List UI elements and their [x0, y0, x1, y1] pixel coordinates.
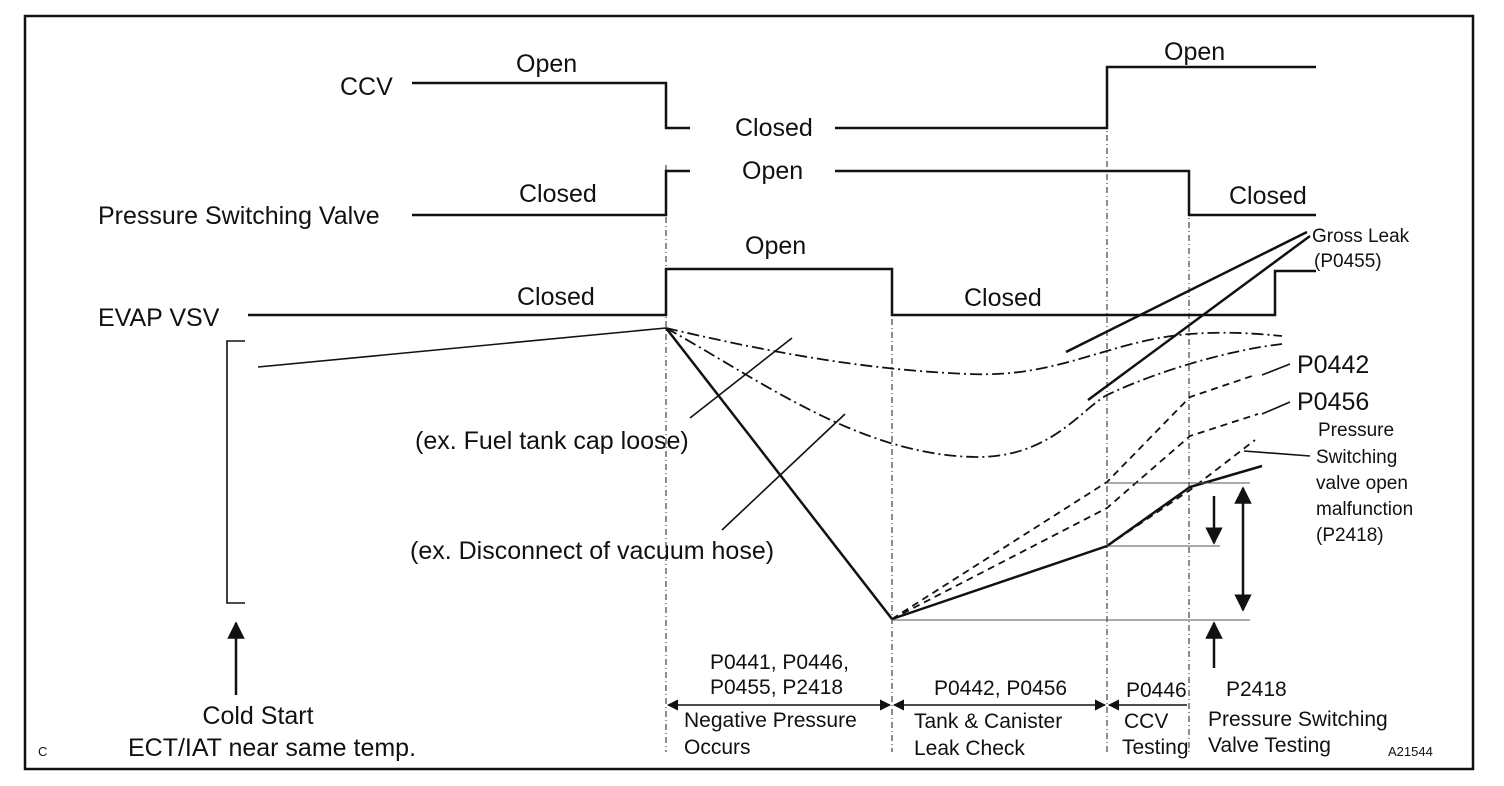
- psv-state-closed-2: Closed: [1229, 182, 1307, 210]
- psv-malfunction-curve: [1106, 439, 1256, 547]
- cold-start-label-1: Cold Start: [202, 702, 313, 730]
- initial-pressure-line: [257, 327, 667, 368]
- psv-malfunction-label-5: (P2418): [1316, 525, 1384, 546]
- ccv-trace-1: [412, 81, 690, 130]
- normal-pressure-curve: [891, 464, 1263, 621]
- leader-hose: [721, 413, 846, 531]
- psv-malfunction-label-3: valve open: [1316, 473, 1408, 494]
- phase1-name-1: Negative Pressure: [684, 709, 857, 732]
- ccv-trace-2: [835, 65, 1316, 130]
- reference-lines: [892, 482, 1250, 621]
- leader-cap-loose: [689, 337, 793, 419]
- gross-leak-line-2: [1087, 234, 1311, 402]
- gross-leak-line-1: [1065, 230, 1308, 354]
- hose-disconnect-label: (ex. Disconnect of vacuum hose): [410, 537, 774, 565]
- cold-start: Cold Start ECT/IAT near same temp.: [128, 702, 416, 762]
- evap-state-closed-1: Closed: [517, 283, 595, 311]
- phase1-name-2: Occurs: [684, 736, 751, 759]
- psv-malfunction-label-2: Switching: [1316, 447, 1397, 468]
- ccv-signal: CCV Open Closed Open: [340, 38, 1316, 142]
- p0442-label: P0442: [1297, 351, 1369, 379]
- diagram-frame: [23, 14, 1475, 771]
- ccv-label: CCV: [340, 73, 393, 101]
- evap-label: EVAP VSV: [98, 304, 220, 332]
- phase4-name-2: Valve Testing: [1208, 734, 1331, 757]
- psv-trace-1: [412, 169, 690, 217]
- p0456-curve: [891, 413, 1259, 620]
- curve-annotations: Gross Leak (P0455) P0442 P0456 Pressure …: [410, 226, 1413, 565]
- phase2-name-1: Tank & Canister: [914, 710, 1062, 733]
- phase3-codes: P0446: [1126, 679, 1187, 702]
- phase-dividers: [665, 70, 1190, 752]
- psv-state-open: Open: [742, 157, 803, 185]
- leader-lines: [689, 337, 1311, 531]
- ccv-state-closed: Closed: [735, 114, 813, 142]
- gross-leak-label-2: (P0455): [1314, 251, 1382, 272]
- psv-signal: Pressure Switching Valve Closed Open Clo…: [98, 157, 1316, 230]
- cap-loose-label: (ex. Fuel tank cap loose): [415, 427, 689, 455]
- phase3-name-2: Testing: [1122, 736, 1189, 759]
- psv-malfunction-label-1: Pressure: [1318, 420, 1394, 441]
- ccv-state-open-1: Open: [516, 50, 577, 78]
- hose-disconnect-curve: [665, 327, 1283, 458]
- corner-label: C: [38, 744, 47, 759]
- psv-malfunction-label-4: malfunction: [1316, 499, 1413, 520]
- evap-state-closed-2: Closed: [964, 284, 1042, 312]
- cold-start-label-2: ECT/IAT near same temp.: [128, 734, 416, 762]
- leader-p0442: [1261, 363, 1291, 376]
- evap-trace: [248, 267, 1316, 317]
- psv-state-closed-1: Closed: [519, 180, 597, 208]
- psv-trace-2: [835, 169, 1316, 217]
- pressure-axis-bracket: [226, 340, 245, 604]
- evap-signal: EVAP VSV Closed Open Closed: [98, 232, 1316, 332]
- phase-labels: P0441, P0446, P0455, P2418 Negative Pres…: [684, 651, 1388, 760]
- measurement-arrows: [227, 486, 1252, 695]
- p0442-curve: [891, 374, 1256, 620]
- evap-state-open: Open: [745, 232, 806, 260]
- cap-loose-curve: [665, 327, 1283, 376]
- pressure-curves: [257, 230, 1311, 621]
- psv-label: Pressure Switching Valve: [98, 202, 380, 230]
- normal-vacuum-drop: [665, 327, 893, 620]
- leader-p0456: [1261, 401, 1291, 415]
- phase1-codes-2: P0455, P2418: [710, 676, 843, 699]
- leader-psv-malfunction: [1243, 450, 1311, 457]
- gross-leak-label-1: Gross Leak: [1312, 226, 1410, 247]
- figure-id: A21544: [1388, 744, 1433, 759]
- phase2-codes: P0442, P0456: [934, 677, 1067, 700]
- p0456-label: P0456: [1297, 388, 1369, 416]
- phase4-name-1: Pressure Switching: [1208, 708, 1388, 731]
- phase2-name-2: Leak Check: [914, 737, 1025, 760]
- phase4-codes: P2418: [1226, 678, 1287, 701]
- phase3-name-1: CCV: [1124, 710, 1168, 733]
- ccv-state-open-2: Open: [1164, 38, 1225, 66]
- phase1-codes-1: P0441, P0446,: [710, 651, 849, 674]
